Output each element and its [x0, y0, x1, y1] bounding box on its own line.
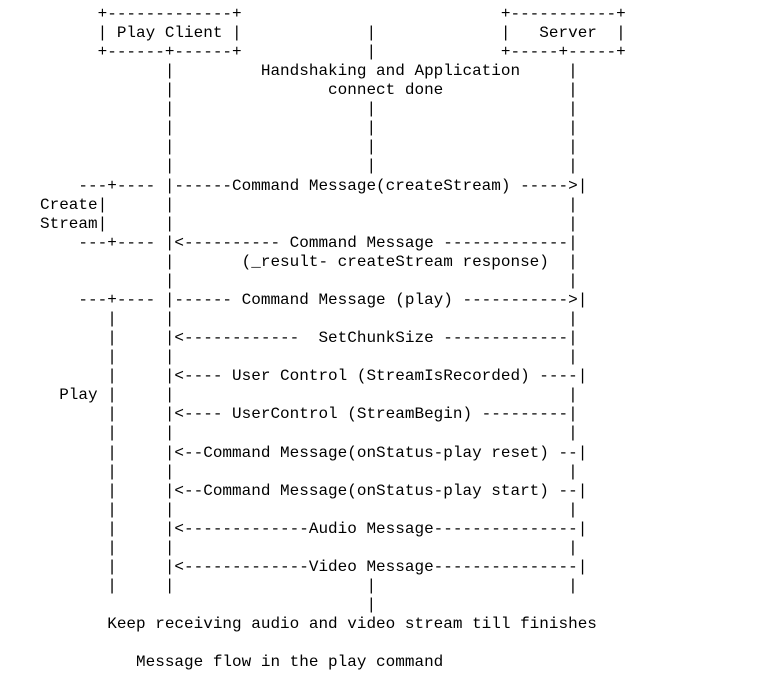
diagram-line-lifeline-end: | — [40, 596, 377, 614]
diagram-line-keep-receiving-note: Keep receiving audio and video stream ti… — [40, 615, 597, 633]
diagram-line-lifeline: | | | — [40, 119, 578, 137]
diagram-line-create-stream-response: | (_result- createStream response) | — [40, 253, 578, 271]
diagram-line-participant-box-bottom: +------+------+ | +-----+-----+ — [40, 43, 626, 61]
diagram-line-lifeline: | | | — [40, 348, 578, 366]
diagram-line-lifeline: | | | — [40, 138, 578, 156]
diagram-line-play-label: Play | | | — [40, 386, 578, 404]
diagram-line-lifeline: | | | — [40, 157, 578, 175]
diagram-line-play-client-box-top: +-------------+ +-----------+ — [40, 5, 626, 23]
diagram-line-set-chunk-size-message: | |<------------ SetChunkSize ----------… — [40, 329, 578, 347]
diagram-line-lifeline: | | | — [40, 463, 578, 481]
diagram-line-connect-done-note: | connect done | — [40, 81, 578, 99]
diagram-line-lifeline: | | — [40, 272, 578, 290]
diagram-line-lifeline: | | | — [40, 501, 578, 519]
diagram-line-lifeline: | | | — [40, 539, 578, 557]
diagram-line-lifeline: | | | — [40, 424, 578, 442]
diagram-line-lifeline: | | | — [40, 100, 578, 118]
diagram-line-audio-message: | |<-------------Audio Message----------… — [40, 520, 588, 538]
diagram-line-create-stream-label: Create| | | — [40, 196, 578, 214]
diagram-line-create-stream-message: ---+---- |------Command Message(createSt… — [40, 177, 588, 195]
diagram-line-command-message-reply: ---+---- |<---------- Command Message --… — [40, 234, 578, 252]
diagram-line-create-stream-label: Stream| | | — [40, 215, 578, 233]
diagram-line-onstatus-play-reset-message: | |<--Command Message(onStatus-play rese… — [40, 444, 588, 462]
diagram-line-participant-labels: | Play Client | | | Server | — [40, 24, 626, 42]
diagram-line-onstatus-play-start-message: | |<--Command Message(onStatus-play star… — [40, 482, 588, 500]
diagram-line-play-command-message: ---+---- |------ Command Message (play) … — [40, 291, 588, 309]
diagram-line-video-message: | |<-------------Video Message----------… — [40, 558, 588, 576]
diagram-caption: Message flow in the play command — [40, 653, 444, 671]
diagram-line-stream-begin-message: | |<---- UserControl (StreamBegin) -----… — [40, 405, 578, 423]
diagram-line-lifeline: | | | — [40, 310, 578, 328]
diagram-line-lifeline-end: | | | | — [40, 577, 578, 595]
diagram-line-stream-is-recorded-message: | |<---- User Control (StreamIsRecorded)… — [40, 367, 588, 385]
diagram-line-handshaking-note: | Handshaking and Application | — [40, 62, 578, 80]
